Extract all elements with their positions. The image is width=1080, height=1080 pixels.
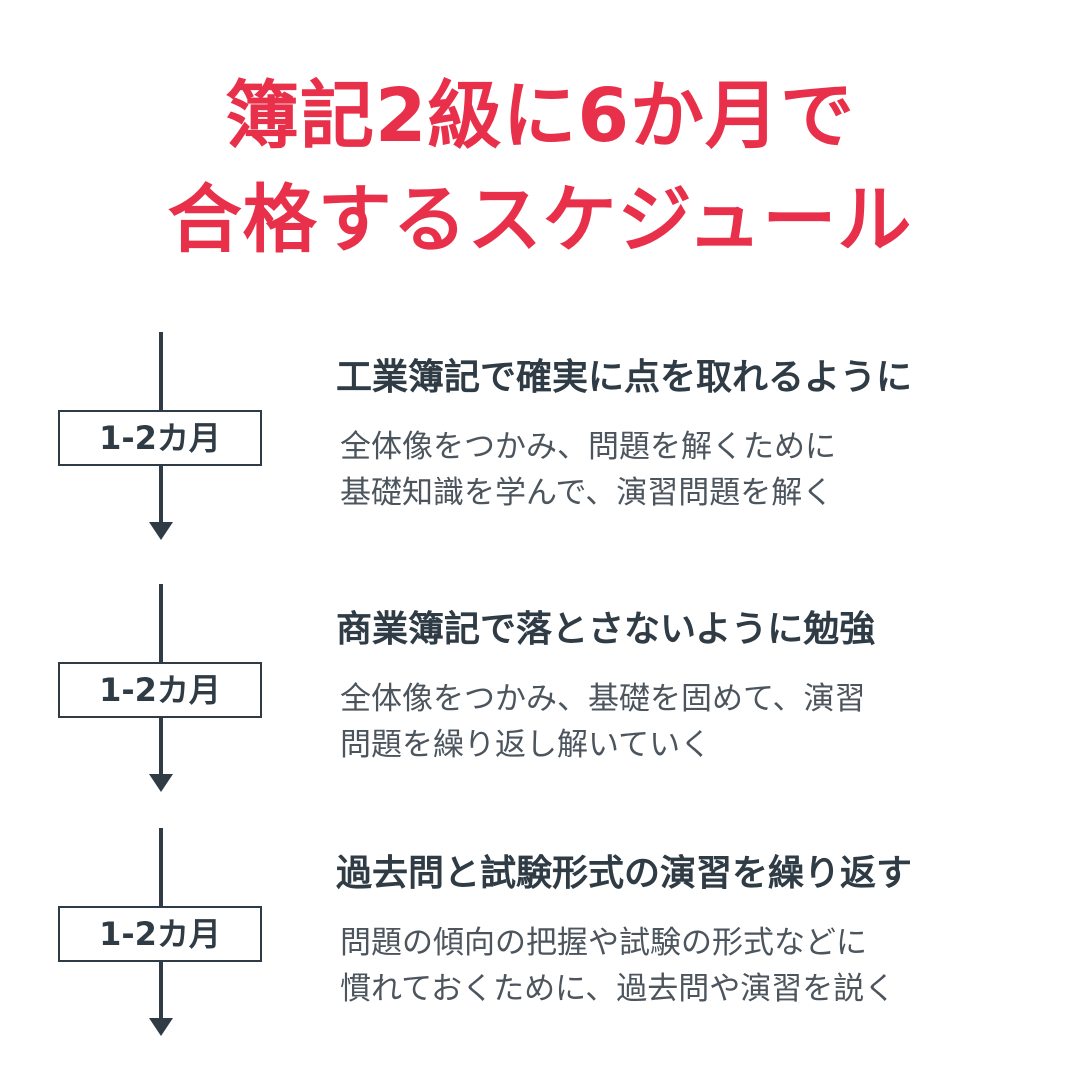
step-heading: 工業簿記で確実に点を取れるように xyxy=(336,357,913,398)
duration-badge: 1-2カ月 xyxy=(58,906,262,962)
step-description-line: 問題の傾向の把握や試験の形式などに xyxy=(340,925,867,961)
duration-badge: 1-2カ月 xyxy=(58,662,262,718)
step-description: 全体像をつかみ、問題を解くために 基礎知識を学んで、演習問題を解く xyxy=(340,424,1040,516)
step-description-line: 全体像をつかみ、基礎を固めて、演習 xyxy=(340,681,866,717)
schedule-step-3: 1-2カ月 過去問と試験形式の演習を繰り返す 問題の傾向の把握や試験の形式などに… xyxy=(0,828,1080,1048)
arrow-down-icon xyxy=(149,522,173,540)
step-description-line: 全体像をつかみ、問題を解くために xyxy=(340,429,836,465)
page-title: 簿記2級に6か月で 合格するスケジュール xyxy=(0,64,1080,272)
title-line-2: 合格するスケジュール xyxy=(167,177,913,263)
step-heading: 商業簿記で落とさないように勉強 xyxy=(336,609,876,650)
duration-badge: 1-2カ月 xyxy=(58,410,262,466)
step-description: 問題の傾向の把握や試験の形式などに 慣れておくために、過去問や演習を説く xyxy=(340,920,1040,1012)
schedule-step-1: 1-2カ月 工業簿記で確実に点を取れるように 全体像をつかみ、問題を解くために … xyxy=(0,332,1080,552)
arrow-down-icon xyxy=(149,1018,173,1036)
title-line-1: 簿記2級に6か月で xyxy=(225,73,855,159)
step-description-line: 慣れておくために、過去問や演習を説く xyxy=(340,971,896,1007)
step-description-line: 問題を繰り返し解いていく xyxy=(340,727,712,763)
step-heading: 過去問と試験形式の演習を繰り返す xyxy=(336,853,913,894)
arrow-down-icon xyxy=(149,774,173,792)
step-description: 全体像をつかみ、基礎を固めて、演習 問題を繰り返し解いていく xyxy=(340,676,1040,768)
step-description-line: 基礎知識を学んで、演習問題を解く xyxy=(340,475,834,511)
schedule-step-2: 1-2カ月 商業簿記で落とさないように勉強 全体像をつかみ、基礎を固めて、演習 … xyxy=(0,584,1080,804)
